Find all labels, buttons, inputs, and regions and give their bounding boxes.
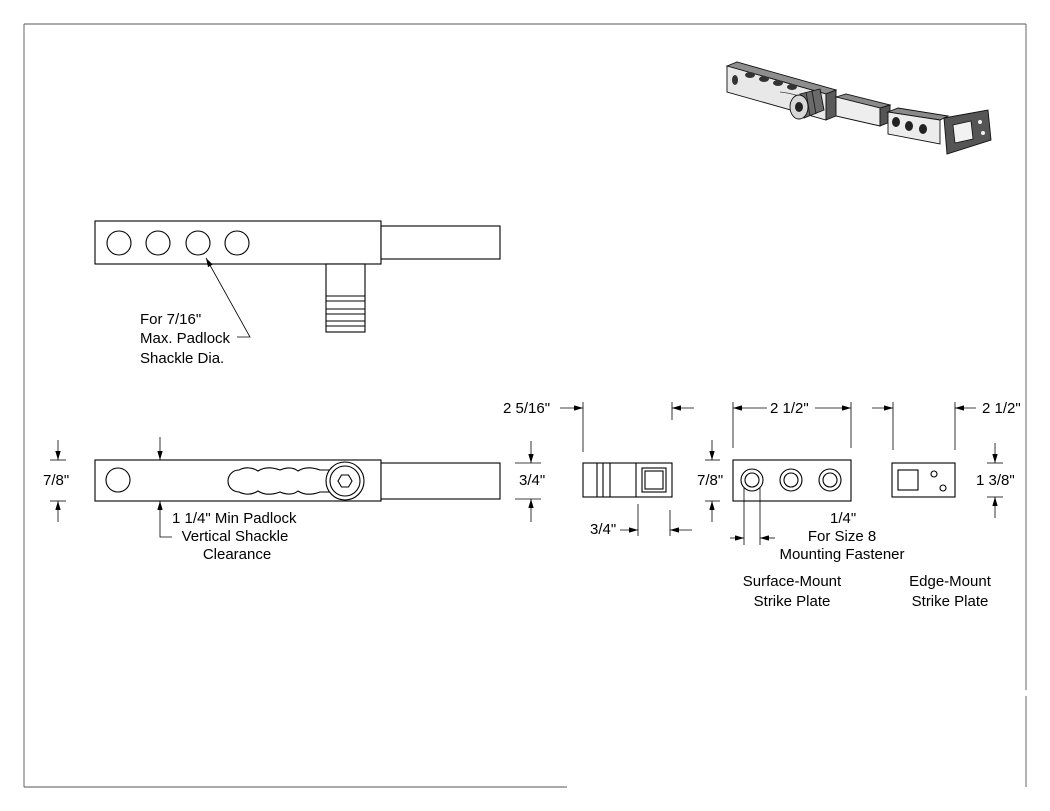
edge-plate-screw-hole <box>939 484 947 492</box>
edge-plate-width-dimension: 2 1/2" <box>872 400 1021 450</box>
edge-mount-caption-line1: Edge-Mount <box>909 573 992 590</box>
clearance-callout-line2: Vertical Shackle <box>182 528 289 545</box>
socket-head-screw <box>325 461 365 501</box>
iso-knob <box>789 88 825 120</box>
iso-end-hole <box>732 75 738 85</box>
padlock-hole <box>106 230 132 256</box>
iso-hole <box>745 72 755 78</box>
rod-height-dimension: 3/4" <box>515 441 545 522</box>
fastener-callout-line2: For Size 8 <box>808 528 876 545</box>
slide-rod-front <box>380 462 501 500</box>
fastener-dimension: 1/4" For Size 8 Mounting Fastener <box>730 488 905 563</box>
rod-height-label: 3/4" <box>519 472 545 489</box>
edge-plate-square-hole <box>897 469 919 491</box>
surface-mount-strike-plate: 2 1/2" 7/8" 1/4" For Size 8 Mounting Fas… <box>697 400 905 610</box>
edge-plate-width-label: 2 1/2" <box>982 400 1021 417</box>
clearance-callout-line3: Clearance <box>203 546 271 563</box>
end-square-dimension: 3/4" <box>590 504 692 538</box>
bar-height-label: 7/8" <box>43 472 69 489</box>
iso-hole <box>759 76 769 82</box>
shackle-callout-line2: Max. Padlock <box>140 330 231 347</box>
iso-hole <box>773 80 783 86</box>
square-bore-outer <box>641 467 667 493</box>
end-view-body <box>582 462 673 498</box>
end-square-label: 3/4" <box>590 521 616 538</box>
end-hole <box>105 467 131 493</box>
slide-rod-top <box>380 225 501 260</box>
bar-height-dimension: 7/8" <box>43 440 69 522</box>
knob-top <box>325 263 366 333</box>
shackle-callout-line1: For 7/16" <box>140 311 201 328</box>
edge-plate-body <box>891 462 956 498</box>
end-view: 2 5/16" 3/4" <box>503 400 694 538</box>
end-width-label: 2 5/16" <box>503 400 550 417</box>
edge-plate-height-label: 1 3/8" <box>976 472 1015 489</box>
fastener-hole <box>740 468 764 492</box>
top-view: For 7/16" Max. Padlock Shackle Dia. <box>94 220 501 367</box>
edge-mount-caption-line2: Strike Plate <box>912 593 989 610</box>
fastener-hole <box>779 468 803 492</box>
surface-plate-height-label: 7/8" <box>697 472 723 489</box>
surface-mount-caption-line1: Surface-Mount <box>743 573 842 590</box>
drawing-frame <box>23 23 1027 788</box>
surface-plate-body <box>732 459 852 502</box>
padlock-hole <box>145 230 171 256</box>
iso-rod <box>834 93 892 127</box>
end-width-dimension: 2 5/16" <box>503 400 694 452</box>
front-view: 7/8" 1 1/4" Min Padlock Vertical Shackle… <box>43 437 545 563</box>
iso-hole <box>787 84 797 90</box>
edge-mount-strike-plate: 2 1/2" 1 3/8" Edge-Mount Strike Plate <box>872 400 1021 610</box>
hasp-bar-top <box>94 220 382 265</box>
surface-plate-width-label: 2 1/2" <box>770 400 809 417</box>
surface-plate-width-dimension: 2 1/2" <box>732 400 852 448</box>
fastener-hole <box>818 468 842 492</box>
bolt-slot <box>227 467 331 495</box>
iso-strike-block <box>886 107 950 145</box>
fastener-callout-line1: 1/4" <box>830 510 856 527</box>
clearance-dimension: 1 1/4" Min Padlock Vertical Shackle Clea… <box>157 437 297 563</box>
padlock-hole <box>224 230 250 256</box>
isometric-view <box>725 61 992 155</box>
square-bore-inner <box>644 470 664 490</box>
surface-plate-height-dimension: 7/8" <box>697 440 723 522</box>
shackle-leader-line <box>205 257 251 338</box>
edge-plate-screw-hole <box>930 470 938 478</box>
fastener-callout-line3: Mounting Fastener <box>779 546 904 563</box>
shackle-callout-line3: Shackle Dia. <box>140 350 224 367</box>
clearance-callout-line1: 1 1/4" Min Padlock <box>172 510 297 527</box>
iso-strike-plate <box>943 109 992 155</box>
surface-mount-caption-line2: Strike Plate <box>754 593 831 610</box>
padlock-hole <box>185 230 211 256</box>
edge-plate-height-dimension: 1 3/8" <box>976 443 1015 518</box>
